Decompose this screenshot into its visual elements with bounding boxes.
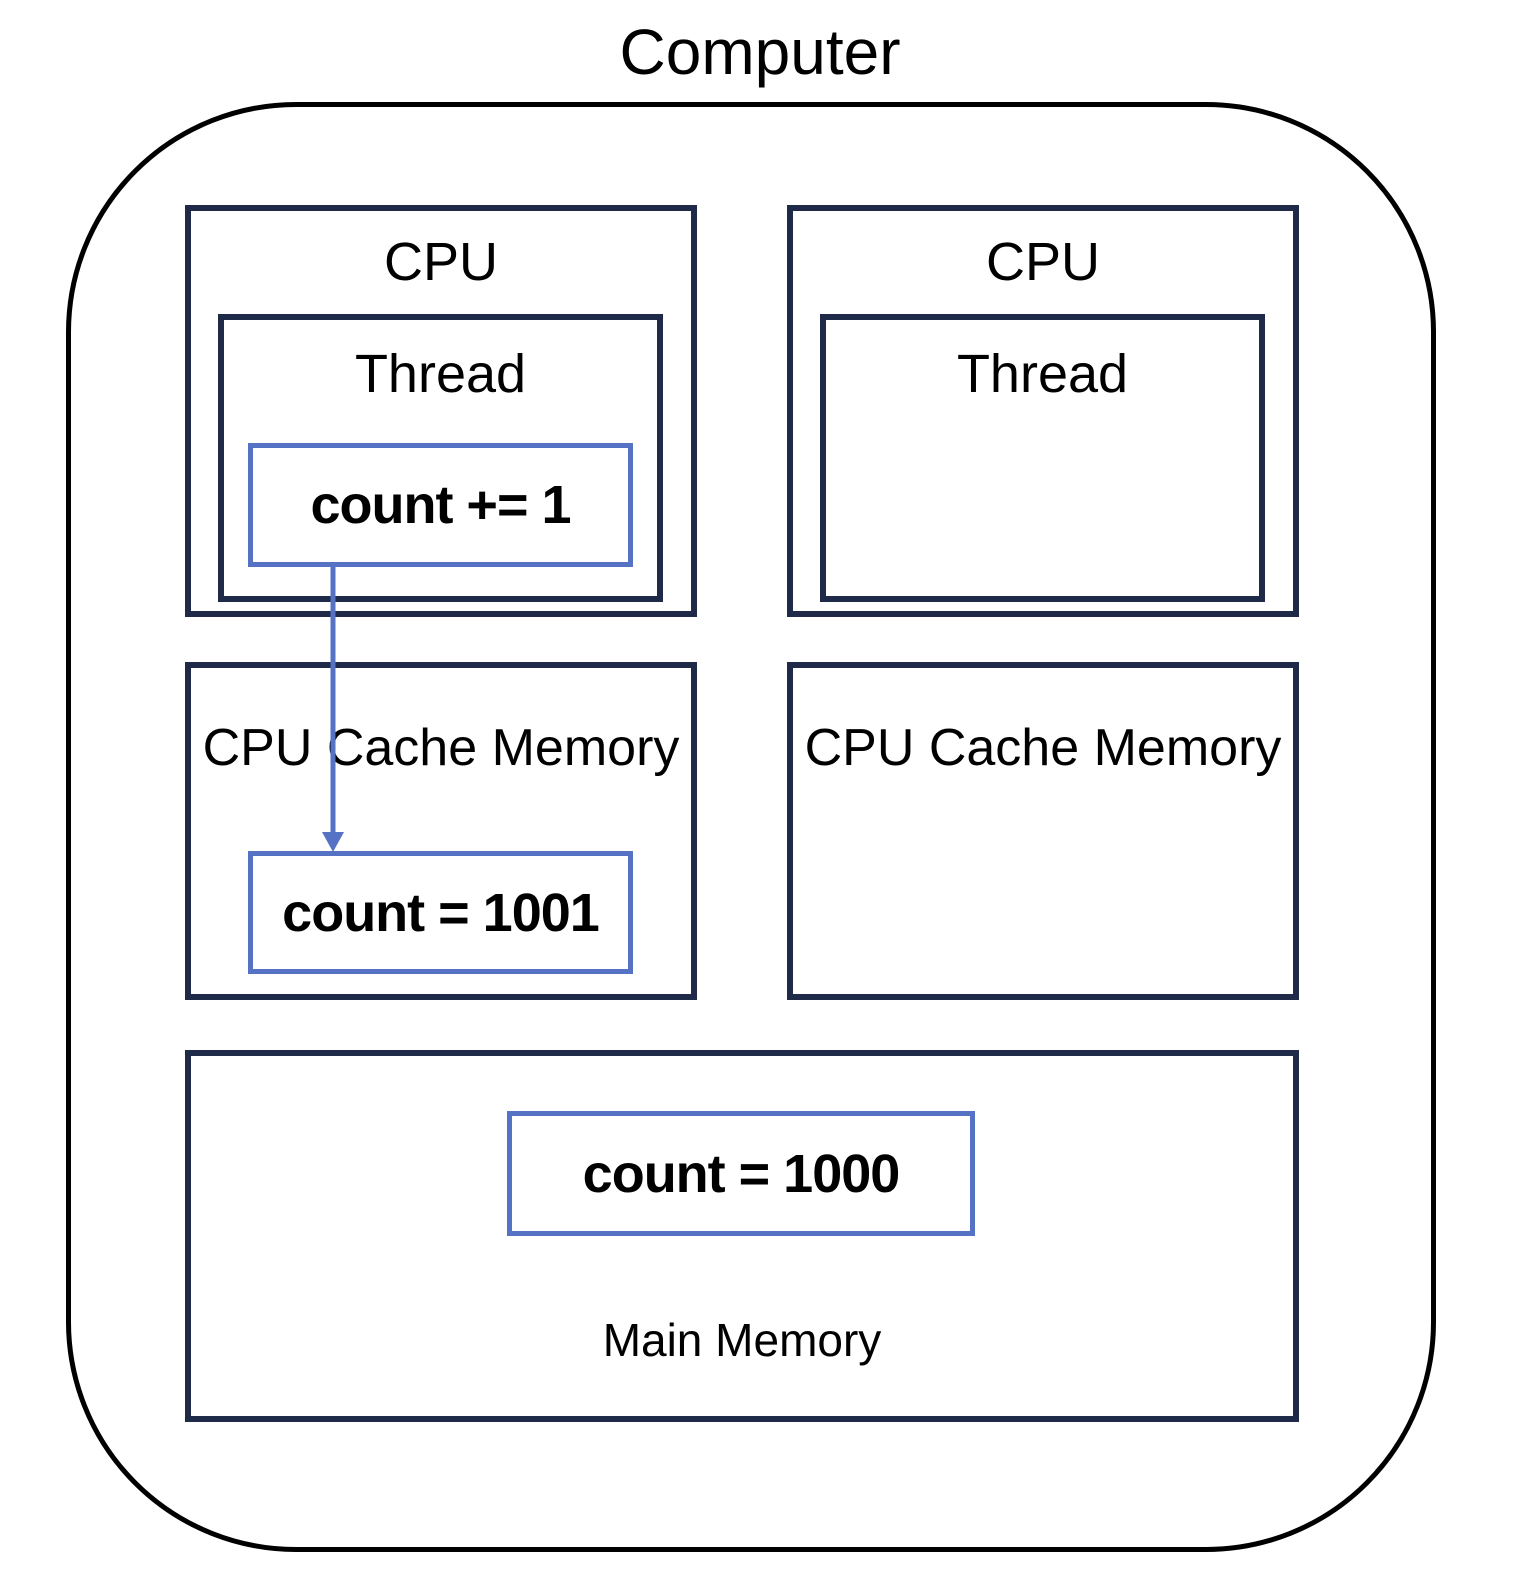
computer-frame bbox=[66, 102, 1436, 1552]
cpu-label-1: CPU bbox=[383, 232, 498, 292]
cache-box-1 bbox=[185, 662, 697, 1000]
cache-label-2: CPU Cache Memory bbox=[804, 719, 1282, 777]
instruction-box: count += 1 bbox=[248, 443, 633, 567]
cpu-box-2 bbox=[787, 205, 1299, 617]
computer-title: Computer bbox=[619, 16, 901, 88]
main-memory-box bbox=[185, 1050, 1299, 1422]
main-memory-label: Main Memory bbox=[602, 1314, 882, 1366]
main-memory-value-box: count = 1000 bbox=[507, 1111, 975, 1236]
thread-box-1 bbox=[218, 314, 663, 602]
cache-value-box: count = 1001 bbox=[248, 851, 633, 974]
thread-box-2 bbox=[820, 314, 1265, 602]
thread-label-1: Thread bbox=[354, 344, 527, 404]
cpu-label-2: CPU bbox=[985, 232, 1100, 292]
cache-box-2 bbox=[787, 662, 1299, 1000]
arrow-head-icon bbox=[322, 832, 344, 852]
thread-label-2: Thread bbox=[956, 344, 1129, 404]
cache-label-1: CPU Cache Memory bbox=[202, 719, 680, 777]
cpu-box-1 bbox=[185, 205, 697, 617]
